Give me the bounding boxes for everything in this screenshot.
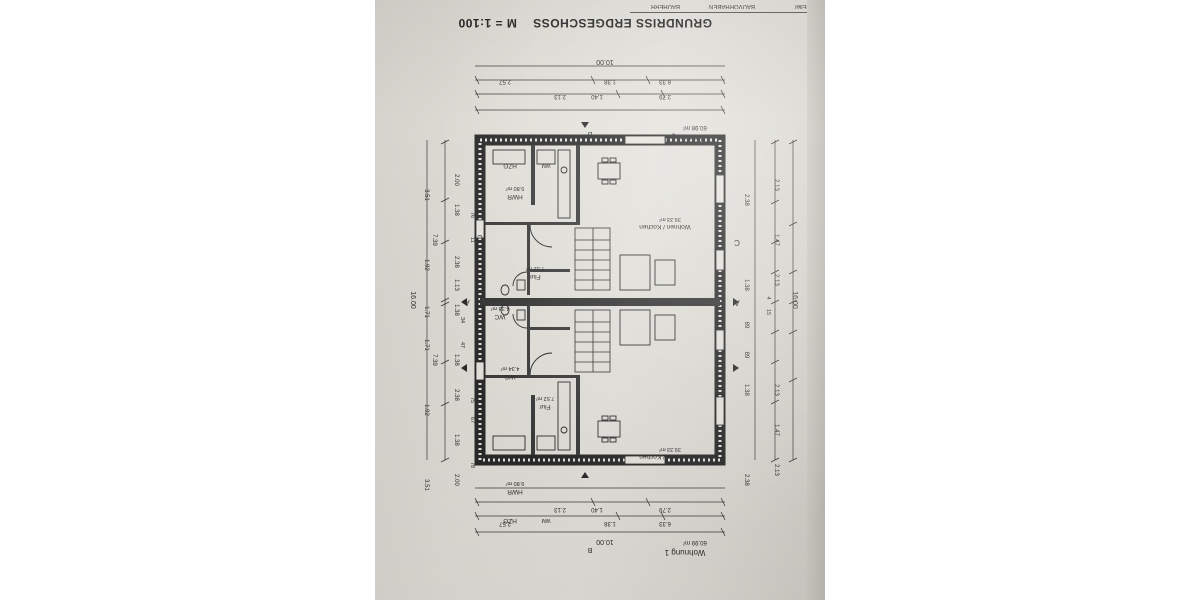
section-mark-b-bottom: B [587, 546, 592, 553]
dimension-label: 1.38 [604, 520, 616, 526]
paper-edge [807, 0, 825, 600]
dimension-label: 9.80 m² [506, 480, 525, 486]
dimension-label: 1.38 [453, 354, 459, 366]
dimension-label: 1.38 [453, 204, 459, 216]
dimension-label: 7.52 m² [526, 265, 545, 271]
room-wc-2: WC [494, 313, 505, 320]
heating-label-2: HZG [503, 162, 517, 169]
dimension-label: 1.38 [453, 304, 459, 316]
dimension-label: 4.33 m² [491, 305, 510, 311]
title-block: BAUHERR BAUVORHABEN Jörg Eller [630, 0, 825, 13]
dimension-label: 47 [459, 342, 465, 348]
washer-label-1: WM [542, 517, 551, 523]
dim-overall-length-right: 16.00 [409, 291, 416, 309]
dimension-label: 1.92 [423, 404, 429, 416]
heating-label-1: HZG [503, 517, 517, 524]
dimension-label: 9.80 m² [506, 185, 525, 191]
dimension-label: 6.33 [659, 520, 671, 526]
unit-2-area: 60.98 m² [683, 124, 707, 130]
dimension-label: 2.13 [773, 274, 779, 286]
room-flur-2: Flur [529, 273, 541, 280]
dimension-label: 2.13 [554, 93, 566, 99]
room-hwr-2: HWR [507, 193, 523, 200]
dimension-label: 1.71 [423, 306, 429, 318]
dimension-label: 75 [469, 397, 475, 403]
room-flur-1: Flur [539, 403, 551, 410]
dimension-label: 39.33 m² [659, 446, 681, 452]
floor-plan-drawing: 10.00 10.00 16.00 16.00 7.39 7.39 2.57 1… [409, 58, 798, 557]
dimension-label: 2.00 [453, 174, 459, 186]
dimension-label: 2.13 [773, 384, 779, 396]
dimension-label: 2.38 [453, 389, 459, 401]
room-wohnen-kochen-1: Wohnen / Kochen [639, 453, 691, 460]
dim-half-length-b: 7.39 [431, 354, 437, 366]
dimension-label: 2.38 [743, 194, 749, 206]
unit-2-name: Wohnung 2 [664, 133, 705, 142]
dimension-label: 2.79 [659, 506, 671, 512]
section-mark-c-right: C [734, 238, 740, 247]
dimension-label: 3.51 [423, 189, 429, 201]
dimension-label: 2.57 [499, 78, 511, 84]
dimension-label: 1.71 [423, 339, 429, 351]
dimension-label: 2.13 [773, 464, 779, 476]
washer-label-2: WM [542, 162, 551, 168]
dim-overall-width-top: 10.00 [596, 538, 614, 545]
unit-1-area: 60.99 m² [683, 539, 707, 545]
dimension-label: 1.38 [453, 434, 459, 446]
dimension-label: 2.13 [773, 179, 779, 191]
dimension-label: 1.40 [591, 93, 603, 99]
dimension-label: 11 [469, 237, 475, 243]
dimension-label: 89 [743, 352, 749, 359]
dimension-label: 1.13 [453, 279, 459, 291]
dimension-label: 76 [469, 212, 475, 218]
dimension-label: 39.33 m² [659, 216, 681, 222]
dim-overall-length-left: 16.00 [791, 291, 798, 309]
dimension-label: 4.34 m² [501, 365, 520, 371]
section-mark-a-left: A [464, 298, 470, 307]
photo-of-floor-plan: BAUHERR BAUVORHABEN Jörg Eller GRUNDRISS… [375, 0, 825, 600]
dimension-label: 1.92 [423, 259, 429, 271]
dimension-label: 2.38 [453, 256, 459, 268]
dimension-label: 89 [743, 322, 749, 329]
room-wc-1: WC [504, 373, 515, 380]
dimension-label: 7.52 m² [536, 395, 555, 401]
dimension-label: 1.38 [743, 384, 749, 396]
dimension-label: 1.38 [743, 279, 749, 291]
dimension-label: 3.51 [423, 479, 429, 491]
dimension-label: 2.00 [453, 474, 459, 486]
dimension-label: 2.38 [743, 474, 749, 486]
section-mark-a-right: A [734, 298, 740, 307]
room-wohnen-kochen-2: Wohnen / Kochen [639, 223, 691, 230]
dimension-label: 34 [459, 317, 465, 323]
dimension-label: 2.57 [499, 520, 511, 526]
dimension-label: 67 [469, 417, 475, 423]
dimension-label: 6.33 [659, 78, 671, 84]
dimension-label: 15 [765, 309, 771, 315]
dimension-label: 1.47 [773, 234, 779, 246]
unit-1-name: Wohnung 1 [664, 548, 705, 557]
dim-half-length-a: 7.39 [431, 234, 437, 246]
room-hwr-1: HWR [507, 488, 523, 495]
dimension-label: 2.13 [554, 506, 566, 512]
section-mark-b-top: B [587, 130, 592, 137]
dimension-label: 78 [469, 462, 475, 468]
dimension-label: 2.79 [659, 93, 671, 99]
dimension-label: 4 [765, 296, 771, 299]
dimension-label: 1.40 [591, 506, 603, 512]
dimension-label: 1.47 [773, 424, 779, 436]
section-mark-c-left: C [477, 233, 483, 242]
dim-overall-width-bottom: 10.00 [596, 58, 614, 65]
dimension-label: 1.38 [604, 78, 616, 84]
